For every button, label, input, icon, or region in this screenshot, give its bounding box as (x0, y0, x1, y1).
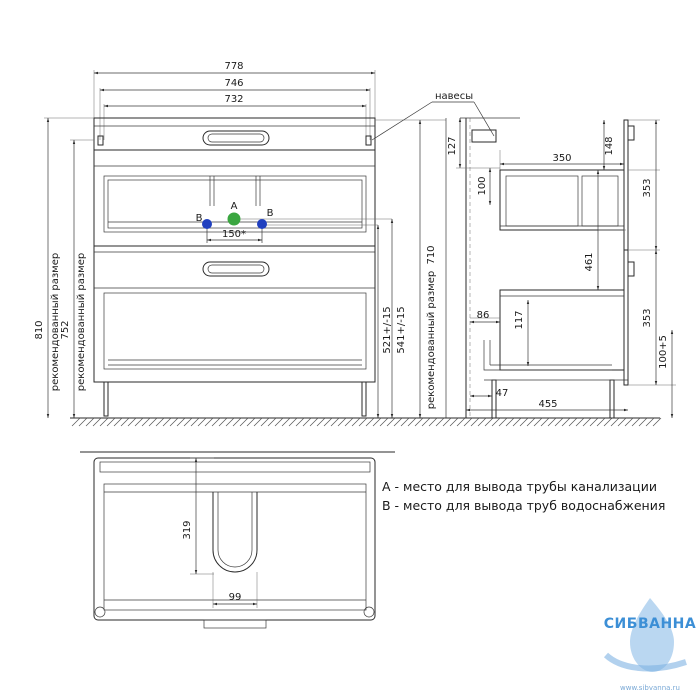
point-b-left-label: B (196, 213, 203, 224)
logo-text: СИБВАННА (604, 616, 696, 632)
dim-label: 319 (182, 520, 193, 539)
dim-label: 455 (538, 399, 557, 410)
dim-label: 47 (496, 388, 509, 399)
point-b-right-label: B (267, 208, 274, 219)
dim-100-5: 100+5 (658, 330, 674, 418)
drawer-handle-lower (202, 261, 270, 277)
point-a-label: A (231, 201, 238, 212)
dim-note: рекомендованный размер (76, 253, 87, 391)
dim-label: 117 (514, 310, 525, 329)
side-upper-box (499, 169, 625, 231)
point-a-marker (227, 212, 241, 226)
dim-width-body: 746 (100, 78, 370, 92)
dim-label: 541+/-15 (396, 306, 407, 353)
dim-127: 127 (447, 118, 462, 168)
dim-label: 746 (224, 78, 243, 89)
logo-url: www.sibvanna.ru (620, 684, 680, 692)
dim-height-mount: 710 рекомендованный размер (418, 120, 437, 418)
dim-label: 350 (552, 153, 571, 164)
dim-461: 461 (584, 170, 600, 290)
legend: А - место для вывода трубы канализации В… (382, 479, 665, 513)
dim-label: 778 (224, 61, 243, 72)
hinges-label: навесы (435, 91, 473, 102)
plan-view: 319 99 (80, 451, 395, 629)
point-b-left-marker (202, 219, 212, 229)
dim-455: 455 (466, 399, 628, 412)
sibvanna-logo: СИБВАННА www.sibvanna.ru (604, 598, 696, 692)
dim-353-top: 353 (642, 120, 658, 250)
dim-label: 752 (60, 320, 71, 339)
dim-47: 47 (470, 388, 508, 399)
dim-label: 150* (222, 229, 246, 240)
legend-a: А - место для вывода трубы канализации (382, 479, 657, 494)
dim-86: 86 (470, 310, 500, 324)
dim-353-bottom: 353 (642, 250, 658, 385)
drawer-handle (202, 130, 270, 146)
plan-cutout (212, 492, 258, 573)
dim-100: 100 (477, 168, 492, 205)
dim-117: 117 (514, 300, 530, 366)
dim-height-a: 541+/-15 (390, 219, 407, 418)
floor-hatch (71, 417, 662, 427)
dim-label: 710 (426, 245, 437, 264)
side-view: навесы 127 100 350 (371, 91, 676, 419)
dim-height-top: 752 рекомендованный размер (60, 140, 87, 418)
dim-label: 732 (224, 94, 243, 105)
dim-height-b: 521+/-15 (376, 225, 393, 418)
dim-note: рекомендованный размер (50, 253, 61, 391)
dim-99: 99 (213, 592, 257, 606)
dim-label: 99 (229, 592, 242, 603)
front-view: 778 746 732 150* (34, 61, 662, 427)
dim-label: 521+/-15 (382, 306, 393, 353)
point-b-right-marker (257, 219, 267, 229)
dim-label: 810 (34, 320, 45, 339)
dim-319: 319 (182, 458, 198, 574)
dim-148: 148 (602, 120, 615, 170)
dim-width-inner: 732 (104, 94, 366, 108)
dim-label: 461 (584, 252, 595, 271)
dim-width-total: 778 (94, 61, 375, 75)
dim-note: рекомендованный размер (426, 271, 437, 409)
legend-b: В - место для вывода труб водоснабжения (382, 498, 665, 513)
dim-label: 86 (477, 310, 490, 321)
dim-label: 100 (477, 176, 488, 195)
dim-label: 353 (642, 308, 653, 327)
dim-label: 100+5 (658, 335, 669, 369)
dim-pipe-spacing: 150* (207, 229, 262, 242)
dim-label: 148 (604, 136, 615, 155)
dim-label: 127 (447, 136, 458, 155)
dim-height-total: 810 рекомендованный размер (34, 118, 61, 418)
dim-label: 353 (642, 178, 653, 197)
cabinet-lower (93, 245, 376, 383)
